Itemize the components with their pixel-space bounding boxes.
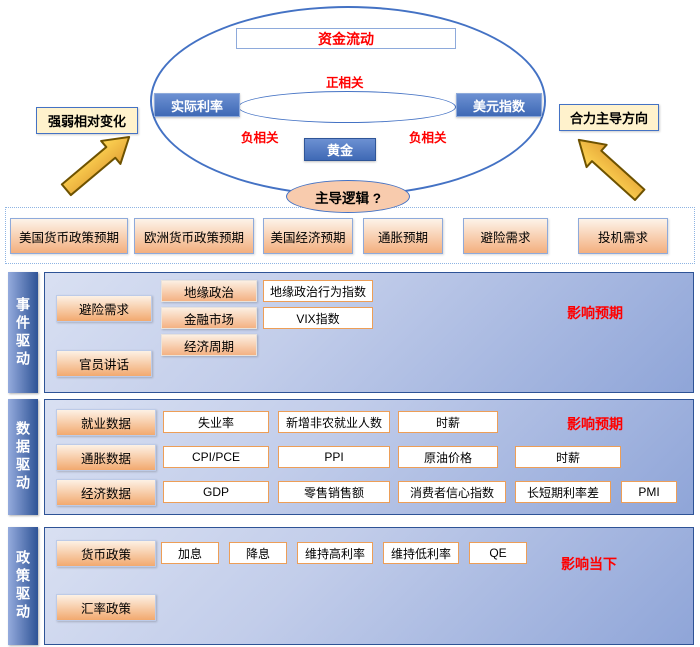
data-item-yield-spread: 长短期利率差: [515, 481, 611, 503]
event-indicator-vix: VIX指数: [263, 307, 373, 329]
data-impact-label: 影响预期: [567, 416, 623, 432]
positive-correlation-label: 正相关: [326, 76, 364, 90]
event-category-safe-haven: 避险需求: [56, 295, 152, 322]
data-item-crude-oil-price: 原油价格: [398, 446, 498, 468]
policy-impact-label: 影响当下: [561, 556, 617, 572]
right-callout-dominant-direction: 合力主导方向: [559, 104, 659, 131]
data-category-economy: 经济数据: [56, 479, 156, 506]
data-item-ppi: PPI: [278, 446, 390, 468]
data-item-hourly-wage-2: 时薪: [515, 446, 621, 468]
data-item-unemployment: 失业率: [163, 411, 269, 433]
data-item-consumer-confidence: 消费者信心指数: [398, 481, 506, 503]
data-item-pmi: PMI: [621, 481, 677, 503]
policy-category-monetary: 货币政策: [56, 540, 156, 567]
policy-item-rate-hike: 加息: [161, 542, 219, 564]
event-sub-financial-market: 金融市场: [161, 307, 257, 329]
event-impact-label: 影响预期: [567, 305, 623, 321]
policy-item-rate-cut: 降息: [229, 542, 287, 564]
data-item-nonfarm-payrolls: 新增非农就业人数: [278, 411, 390, 433]
up-left-arrow-icon: [565, 136, 655, 201]
event-driven-panel: 避险需求 官员讲话 地缘政治 金融市场 经济周期 地缘政治行为指数 VIX指数 …: [44, 272, 694, 393]
event-category-official-speech: 官员讲话: [56, 350, 152, 377]
inner-ellipse: [238, 91, 456, 123]
expectation-eu-monetary-policy: 欧洲货币政策预期: [134, 218, 254, 254]
data-item-gdp: GDP: [163, 481, 269, 503]
data-item-hourly-wage-1: 时薪: [398, 411, 498, 433]
negative-correlation-left-label: 负相关: [241, 131, 279, 145]
data-category-inflation: 通胀数据: [56, 444, 156, 471]
expectation-us-economy: 美国经济预期: [263, 218, 353, 254]
event-sub-economic-cycle: 经济周期: [161, 334, 257, 356]
policy-item-qe: QE: [469, 542, 527, 564]
policy-category-fx: 汇率政策: [56, 594, 156, 621]
data-item-retail-sales: 零售销售额: [278, 481, 390, 503]
event-indicator-geopolitical-index: 地缘政治行为指数: [263, 280, 373, 302]
data-item-cpi-pce: CPI/PCE: [163, 446, 269, 468]
data-driven-sidebar: 数据驱动: [8, 399, 38, 515]
expectation-us-monetary-policy: 美国货币政策预期: [10, 218, 128, 254]
event-driven-sidebar: 事件驱动: [8, 272, 38, 393]
expectation-speculation: 投机需求: [578, 218, 668, 254]
dominant-logic-question: 主导逻辑 ?: [286, 180, 410, 213]
expectation-safe-haven: 避险需求: [463, 218, 548, 254]
real-interest-rate-node: 实际利率: [154, 93, 240, 117]
capital-flow-title: 资金流动: [236, 28, 456, 49]
policy-driven-sidebar: 政策驱动: [8, 527, 38, 645]
gold-node: 黄金: [304, 138, 376, 161]
expectation-inflation: 通胀预期: [363, 218, 443, 254]
event-sub-geopolitics: 地缘政治: [161, 280, 257, 302]
data-category-employment: 就业数据: [56, 409, 156, 436]
negative-correlation-right-label: 负相关: [409, 131, 447, 145]
policy-item-hold-high-rates: 维持高利率: [297, 542, 373, 564]
expectations-row: 美国货币政策预期 欧洲货币政策预期 美国经济预期 通胀预期 避险需求 投机需求: [5, 207, 695, 264]
policy-driven-panel: 货币政策 汇率政策 加息 降息 维持高利率 维持低利率 QE 影响当下: [44, 527, 694, 645]
policy-item-hold-low-rates: 维持低利率: [383, 542, 459, 564]
up-right-arrow-icon: [52, 133, 142, 197]
left-callout-strength-change: 强弱相对变化: [36, 107, 138, 134]
data-driven-panel: 就业数据 通胀数据 经济数据 失业率 新增非农就业人数 时薪 CPI/PCE P…: [44, 399, 694, 515]
dollar-index-node: 美元指数: [456, 93, 542, 117]
